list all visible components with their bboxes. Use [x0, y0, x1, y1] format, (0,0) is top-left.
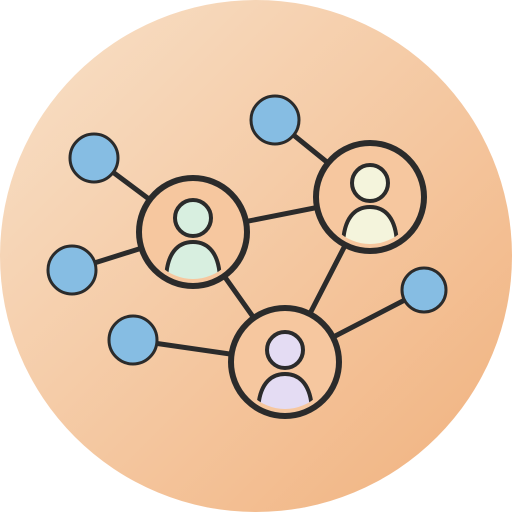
hub-person-b — [313, 140, 427, 254]
person-icon — [255, 330, 315, 409]
node-icon — [400, 266, 448, 314]
person-icon — [340, 163, 400, 244]
person-icon — [163, 198, 223, 279]
node-icon — [107, 314, 159, 366]
node-icon — [249, 94, 301, 146]
hub-person-a — [136, 175, 250, 289]
node-icon — [46, 244, 98, 296]
node-icon — [68, 132, 120, 184]
hub-person-c — [228, 305, 342, 419]
satellite-nodes — [46, 94, 448, 366]
